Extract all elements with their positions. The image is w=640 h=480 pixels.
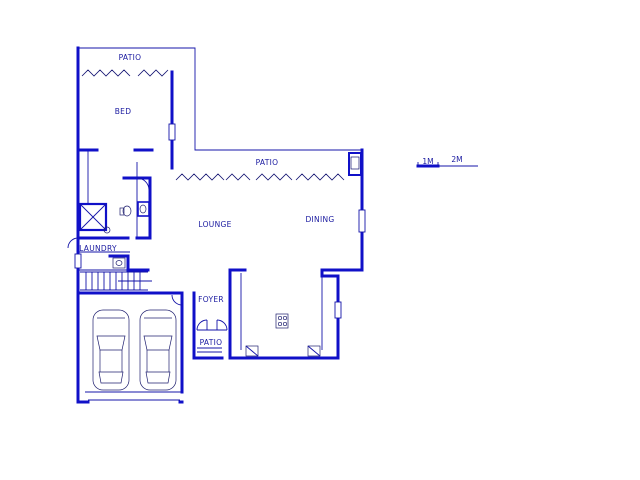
fixtures [80, 152, 362, 357]
scale-label-2m: 2M [451, 155, 462, 164]
label-lounge: LOUNGE [198, 220, 231, 229]
thin-outlines [78, 47, 478, 401]
scale-label-1m: 1M [422, 157, 433, 166]
label-patio-bottom: PATIO [200, 338, 223, 347]
label-foyer: FOYER [198, 295, 224, 304]
label-patio-top: PATIO [119, 53, 142, 62]
wall-windows [74, 123, 366, 319]
label-dining: DINING [305, 215, 334, 224]
room-labels: PATIO BED PATIO LOUNGE DINING LAUNDRY FO… [79, 53, 334, 347]
label-laundry: LAUNDRY [79, 244, 117, 253]
car-icon-right [139, 309, 177, 391]
patio-zigzags [81, 69, 345, 181]
walls [76, 46, 440, 404]
label-patio-middle: PATIO [256, 158, 279, 167]
car-icon-left [92, 309, 130, 391]
label-bed: BED [115, 107, 132, 116]
scale-bar: 1M 2M [417, 155, 463, 166]
door-swings [67, 177, 228, 331]
